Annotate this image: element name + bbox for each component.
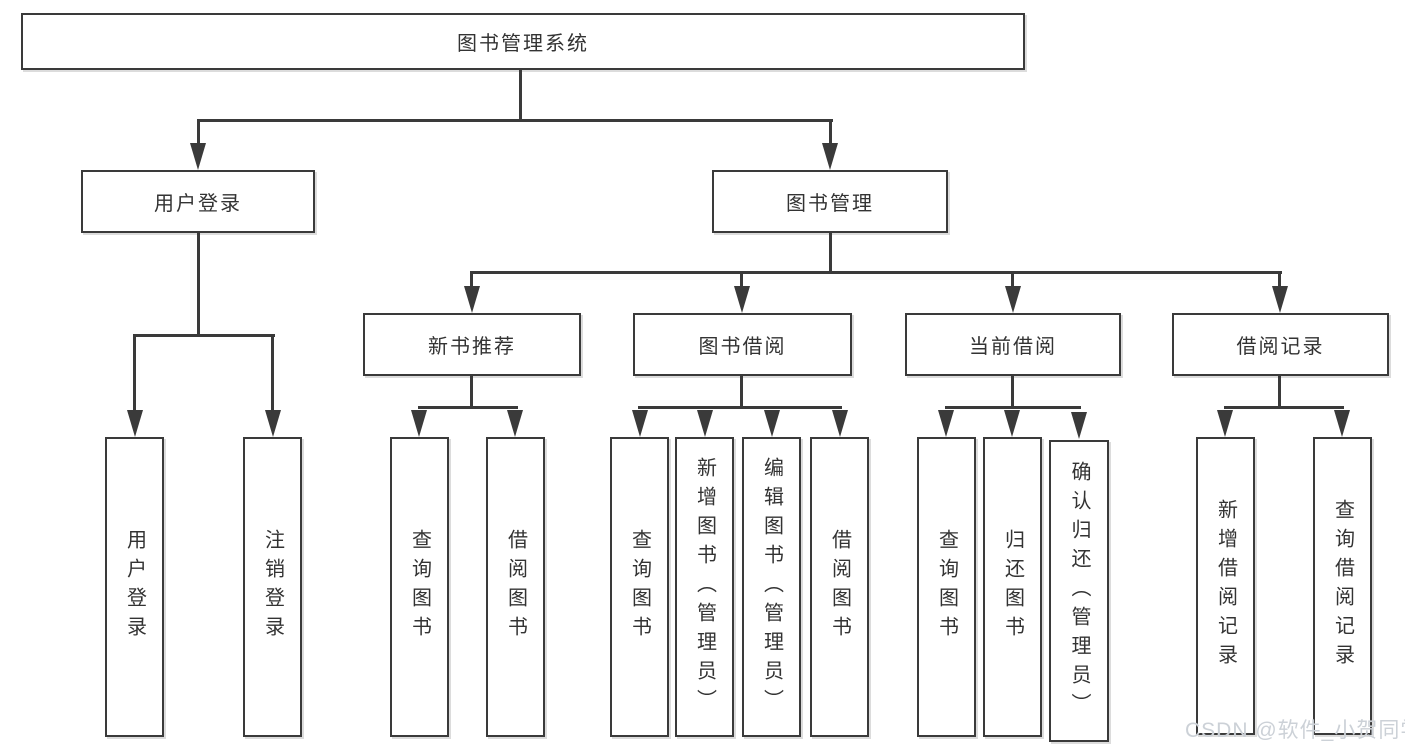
node-leaf-user-login-label: 用户登录: [123, 529, 146, 645]
node-new-book-recommend: 新书推荐: [363, 313, 581, 376]
connector-line: [133, 334, 275, 337]
node-new-book-recommend-label: 新书推荐: [428, 336, 516, 358]
connector-line: [1278, 271, 1281, 291]
node-add-borrow-record: 新增借阅记录: [1196, 437, 1255, 735]
node-edit-books-admin: 编辑图书（管理员）: [742, 437, 801, 737]
node-current-borrow: 当前借阅: [905, 313, 1121, 376]
node-return-books: 归还图书: [983, 437, 1042, 737]
node-borrow-records: 借阅记录: [1172, 313, 1389, 376]
connector-line: [829, 119, 832, 147]
connector-line: [740, 271, 743, 291]
node-add-books-admin: 新增图书（管理员）: [675, 437, 734, 737]
node-query-books-borrow-label: 查询图书: [628, 529, 651, 645]
node-edit-books-admin-label: 编辑图书（管理员）: [760, 456, 783, 718]
arrowhead: [507, 410, 523, 437]
node-confirm-return-admin-label: 确认归还（管理员）: [1068, 460, 1090, 722]
node-user-login: 用户登录: [81, 170, 315, 233]
arrowhead: [697, 410, 713, 437]
arrowhead: [464, 286, 480, 313]
node-add-borrow-record-label: 新增借阅记录: [1214, 499, 1237, 673]
arrowhead: [411, 410, 427, 437]
arrowhead: [734, 286, 750, 313]
arrowhead: [1272, 286, 1288, 313]
node-query-books-recommend: 查询图书: [390, 437, 449, 737]
connector-line: [197, 119, 833, 122]
arrowhead: [190, 143, 206, 170]
node-borrow-books-borrow: 借阅图书: [810, 437, 869, 737]
node-user-login-label: 用户登录: [154, 193, 242, 215]
node-return-books-label: 归还图书: [1001, 529, 1024, 645]
node-borrow-books-borrow-label: 借阅图书: [828, 529, 851, 645]
node-leaf-user-login: 用户登录: [105, 437, 164, 737]
arrowhead: [1005, 286, 1021, 313]
node-query-borrow-record-label: 查询借阅记录: [1331, 499, 1354, 673]
node-library-system-label: 图书管理系统: [457, 33, 589, 55]
connector-line: [197, 119, 200, 147]
connector-line: [271, 334, 274, 416]
connector-line: [470, 271, 473, 291]
node-library-system: 图书管理系统: [21, 13, 1025, 70]
connector-line: [1011, 271, 1014, 291]
node-query-books-current-label: 查询图书: [935, 529, 958, 645]
node-leaf-logout-label: 注销登录: [261, 529, 284, 645]
connector-line: [133, 334, 136, 416]
connector-line: [1224, 406, 1344, 409]
connector-line: [197, 233, 200, 336]
connector-line: [470, 376, 473, 409]
node-borrow-books-recommend-label: 借阅图书: [504, 529, 527, 645]
node-confirm-return-admin: 确认归还（管理员）: [1049, 440, 1109, 742]
connector-line: [740, 376, 743, 409]
node-borrow-books-recommend: 借阅图书: [486, 437, 545, 737]
node-query-books-current: 查询图书: [917, 437, 976, 737]
node-leaf-logout: 注销登录: [243, 437, 302, 737]
arrowhead: [265, 410, 281, 437]
arrowhead: [1334, 410, 1350, 437]
connector-line: [1011, 376, 1014, 409]
connector-line: [1278, 376, 1281, 409]
arrowhead: [632, 410, 648, 437]
arrowhead: [822, 143, 838, 170]
node-current-borrow-label: 当前借阅: [969, 336, 1057, 358]
node-add-books-admin-label: 新增图书（管理员）: [693, 456, 716, 718]
arrowhead: [764, 410, 780, 437]
arrowhead: [1004, 410, 1020, 437]
node-borrow-records-label: 借阅记录: [1236, 336, 1325, 358]
arrowhead: [832, 410, 848, 437]
connector-line: [945, 406, 1081, 409]
node-book-borrow-label: 图书借阅: [698, 336, 787, 358]
node-query-books-borrow: 查询图书: [610, 437, 669, 737]
arrowhead: [938, 410, 954, 437]
connector-line: [829, 233, 832, 274]
arrowhead: [1071, 412, 1087, 439]
connector-line: [638, 406, 842, 409]
node-book-borrow: 图书借阅: [633, 313, 852, 376]
watermark: CSDN @软件_小贺同学: [1185, 719, 1405, 742]
node-query-books-recommend-label: 查询图书: [408, 529, 431, 645]
arrowhead: [1217, 410, 1233, 437]
node-query-borrow-record: 查询借阅记录: [1313, 437, 1372, 735]
connector-line: [418, 406, 518, 409]
node-book-management-label: 图书管理: [786, 193, 874, 215]
arrowhead: [127, 410, 143, 437]
connector-line: [470, 271, 1282, 274]
connector-line: [519, 70, 522, 122]
node-book-management: 图书管理: [712, 170, 948, 233]
